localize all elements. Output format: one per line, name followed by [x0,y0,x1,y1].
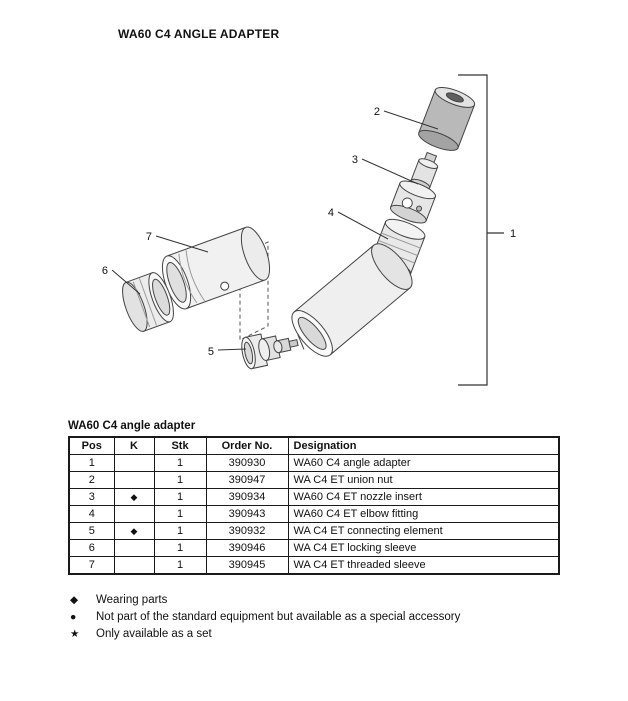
cell-order-no: 390945 [205,556,289,575]
cell-pos: 2 [68,471,115,489]
exploded-diagram: 2 3 4 7 6 5 1 [102,74,516,386]
connecting-element-shape [241,333,305,370]
cell-stk: 1 [153,556,207,575]
parts-table-caption: WA60 C4 angle adapter [68,420,196,432]
table-row: 3 ◆ 1 390934 WA60 C4 ET nozzle insert [68,488,560,506]
cell-pos: 1 [68,454,115,472]
cell-designation: WA60 C4 ET elbow fitting [287,505,560,523]
cell-designation: WA C4 ET locking sleeve [287,539,560,557]
cell-pos: 4 [68,505,115,523]
cell-designation: WA C4 ET union nut [287,471,560,489]
parts-table: Pos K Stk Order No. Designation 1 1 3909… [68,436,560,575]
cell-k [113,505,155,523]
threaded-sleeve-shape [161,226,271,310]
cell-order-no: 390947 [205,471,289,489]
table-row: 2 1 390947 WA C4 ET union nut [68,471,560,489]
elbow-body-shape [291,243,413,357]
bracket-part-1 [458,74,504,386]
legend-text: Only available as a set [96,628,212,640]
callout-label-3: 3 [352,154,358,166]
table-row: 5 ◆ 1 390932 WA C4 ET connecting element [68,522,560,540]
table-row: 7 1 390945 WA C4 ET threaded sleeve [68,556,560,575]
cell-designation: WA60 C4 angle adapter [287,454,560,472]
legend: ◆ Wearing parts ● Not part of the standa… [70,594,460,645]
callout-label-5: 5 [208,346,214,358]
cell-k: ◆ [113,488,155,506]
callout-label-7: 7 [146,231,152,243]
cell-stk: 1 [153,488,207,506]
cell-k [113,556,155,575]
table-header-row: Pos K Stk Order No. Designation [68,436,560,455]
cell-k [113,539,155,557]
cell-pos: 5 [68,522,115,540]
diamond-icon: ◆ [70,594,79,606]
callout-label-6: 6 [102,265,108,277]
union-nut-shape [418,86,476,151]
cell-stk: 1 [153,471,207,489]
cell-k: ◆ [113,522,155,540]
header-pos: Pos [68,436,115,455]
cell-stk: 1 [153,505,207,523]
callout-label-1: 1 [510,228,516,240]
legend-item-set-only: ★ Only available as a set [70,628,460,640]
cell-k [113,471,155,489]
cell-order-no: 390934 [205,488,289,506]
star-icon: ★ [70,628,80,640]
locking-sleeve-shape [122,272,174,332]
dashed-projection-lines [239,241,269,341]
cell-designation: WA C4 ET connecting element [287,522,560,540]
cell-stk: 1 [153,522,207,540]
circle-icon: ● [70,611,77,623]
cell-stk: 1 [153,539,207,557]
page-title: WA60 C4 ANGLE ADAPTER [118,27,280,41]
cell-order-no: 390943 [205,505,289,523]
header-k: K [113,436,155,455]
cell-order-no: 390946 [205,539,289,557]
callout-leader-lines [111,110,439,351]
table-row: 1 1 390930 WA60 C4 angle adapter [68,454,560,472]
legend-item-wearing-parts: ◆ Wearing parts [70,594,460,606]
cell-pos: 7 [68,556,115,575]
header-order-no: Order No. [205,436,289,455]
cell-designation: WA60 C4 ET nozzle insert [287,488,560,506]
legend-text: Not part of the standard equipment but a… [96,611,461,623]
table-row: 4 1 390943 WA60 C4 ET elbow fitting [68,505,560,523]
cell-order-no: 390930 [205,454,289,472]
header-stk: Stk [153,436,207,455]
callout-label-4: 4 [328,207,334,219]
cell-order-no: 390932 [205,522,289,540]
cell-stk: 1 [153,454,207,472]
legend-item-special-accessory: ● Not part of the standard equipment but… [70,611,460,623]
cell-pos: 3 [68,488,115,506]
header-designation: Designation [287,436,560,455]
cell-k [113,454,155,472]
legend-text: Wearing parts [96,594,168,606]
nozzle-insert-shape [389,180,437,224]
table-row: 6 1 390946 WA C4 ET locking sleeve [68,539,560,557]
cell-pos: 6 [68,539,115,557]
cell-designation: WA C4 ET threaded sleeve [287,556,560,575]
callout-label-2: 2 [374,106,380,118]
